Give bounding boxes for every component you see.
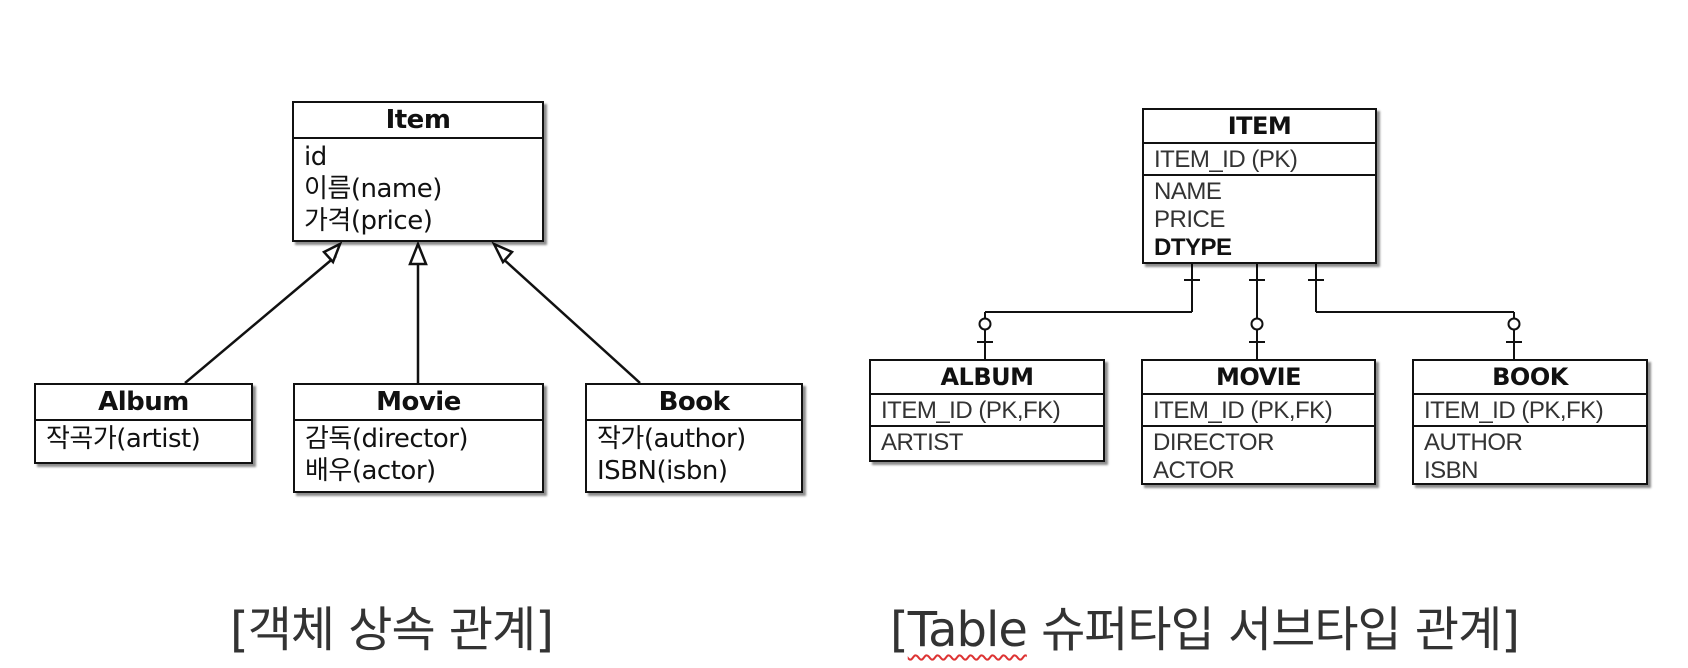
- movie-field-director: 감독(director): [305, 424, 469, 454]
- album-field-artist: 작곡가(artist): [46, 424, 201, 454]
- item-col-dtype: DTYPE: [1154, 234, 1232, 261]
- item-table-pk: ITEM_ID (PK): [1154, 146, 1298, 173]
- item-class-box: Item id 이름(name) 가격(price): [292, 101, 544, 242]
- movie-field-actor: 배우(actor): [305, 456, 436, 486]
- album-table-title: ALBUM: [871, 361, 1103, 395]
- album-class-title: Album: [36, 385, 251, 421]
- item-class-title: Item: [294, 103, 542, 139]
- item-field-price: 가격(price): [304, 206, 433, 236]
- album-table-box: ALBUM ITEM_ID (PK,FK) ARTIST: [869, 359, 1105, 462]
- caption-rest: 슈퍼타입 서브타입 관계]: [1026, 602, 1520, 658]
- movie-class-box: Movie 감독(director) 배우(actor): [293, 383, 544, 493]
- inheritance-arrows: [184, 240, 641, 384]
- item-field-id: id: [304, 142, 327, 172]
- movie-class-title: Movie: [295, 385, 542, 421]
- movie-col-director: DIRECTOR: [1153, 429, 1274, 456]
- book-arrowhead: [491, 241, 515, 265]
- movie-table-title: MOVIE: [1143, 361, 1374, 395]
- class-diagram-caption: [객체 상속 관계]: [230, 602, 554, 658]
- movie-table-pk: ITEM_ID (PK,FK): [1153, 397, 1333, 424]
- book-col-isbn: ISBN: [1424, 457, 1479, 484]
- book-table-box: BOOK ITEM_ID (PK,FK) AUTHOR ISBN: [1412, 359, 1648, 485]
- album-class-box: Album 작곡가(artist): [34, 383, 253, 464]
- caption-table-word: Table: [907, 602, 1028, 658]
- movie-col-actor: ACTOR: [1153, 457, 1235, 484]
- item-field-name: 이름(name): [304, 174, 442, 204]
- er-relationship-lines: [977, 264, 1522, 359]
- item-col-name: NAME: [1154, 178, 1222, 205]
- book-table-pk: ITEM_ID (PK,FK): [1424, 397, 1604, 424]
- book-field-author: 작가(author): [597, 424, 746, 454]
- book-class-box: Book 작가(author) ISBN(isbn): [585, 383, 803, 493]
- book-class-title: Book: [587, 385, 801, 421]
- item-table-box: ITEM ITEM_ID (PK) NAME PRICE DTYPE: [1142, 108, 1377, 264]
- album-arrowhead: [321, 241, 343, 265]
- album-table-pk: ITEM_ID (PK,FK): [881, 397, 1061, 424]
- table-diagram-caption: [Table 슈퍼타입 서브타입 관계]: [890, 590, 1520, 660]
- item-table-title: ITEM: [1144, 110, 1375, 144]
- movie-table-box: MOVIE ITEM_ID (PK,FK) DIRECTOR ACTOR: [1141, 359, 1376, 485]
- album-inheritance-line: [184, 255, 337, 384]
- book-table-title: BOOK: [1414, 361, 1646, 395]
- item-col-price: PRICE: [1154, 206, 1225, 233]
- book-field-isbn: ISBN(isbn): [597, 456, 728, 486]
- movie-arrowhead: [408, 240, 428, 266]
- caption-open-bracket: [: [890, 602, 909, 658]
- album-col-artist: ARTIST: [881, 429, 963, 456]
- book-col-author: AUTHOR: [1424, 429, 1523, 456]
- book-inheritance-line: [499, 255, 641, 384]
